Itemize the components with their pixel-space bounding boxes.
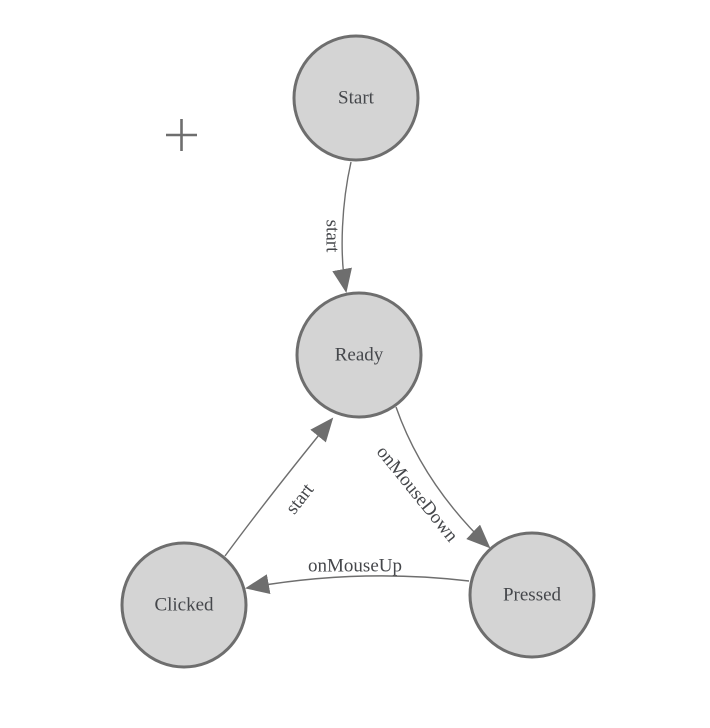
edge-start-to-ready[interactable]: start bbox=[322, 161, 352, 293]
node-start-circle[interactable] bbox=[292, 34, 420, 162]
edge-start-to-ready-path[interactable] bbox=[332, 161, 352, 293]
edge-ready-to-pressed[interactable]: onMouseDown bbox=[372, 406, 491, 549]
edge-pressed-to-clicked-path[interactable] bbox=[245, 574, 470, 594]
edge-pressed-to-clicked[interactable]: onMouseUp bbox=[245, 556, 470, 594]
node-clicked[interactable]: Clicked bbox=[120, 541, 248, 669]
edge-clicked-to-ready-path[interactable] bbox=[224, 417, 334, 557]
node-clicked-circle[interactable] bbox=[120, 541, 248, 669]
node-pressed-circle[interactable] bbox=[468, 531, 596, 659]
node-pressed[interactable]: Pressed bbox=[468, 531, 596, 659]
edge-label-start-2: start bbox=[282, 479, 319, 518]
node-start[interactable]: Start bbox=[292, 34, 420, 162]
node-clicked-label: Clicked bbox=[154, 595, 214, 616]
node-ready-label: Ready bbox=[335, 345, 384, 366]
node-pressed-label: Pressed bbox=[503, 585, 562, 606]
node-start-label: Start bbox=[338, 88, 375, 109]
origin-crosshair-icon bbox=[166, 119, 197, 151]
edge-label-onmouseup: onMouseUp bbox=[308, 556, 402, 577]
edge-label-onmousedown: onMouseDown bbox=[372, 442, 462, 547]
node-ready-circle[interactable] bbox=[295, 291, 423, 419]
edge-label-start-1: start bbox=[322, 220, 343, 253]
node-ready[interactable]: Ready bbox=[295, 291, 423, 419]
edge-ready-to-pressed-path[interactable] bbox=[395, 406, 491, 549]
edge-clicked-to-ready[interactable]: start bbox=[224, 417, 334, 557]
